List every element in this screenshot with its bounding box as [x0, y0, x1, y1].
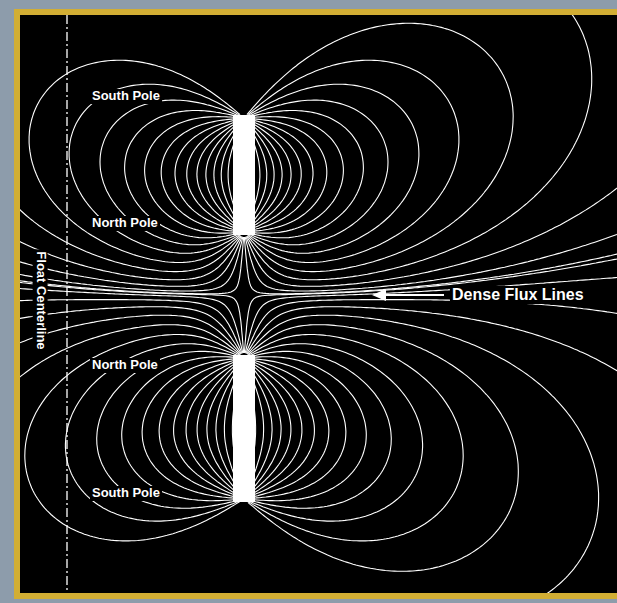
flux-line — [244, 256, 617, 353]
flux-line — [186, 361, 241, 498]
flux-line — [247, 119, 301, 230]
callout-label: Dense Flux Lines — [450, 286, 586, 304]
flux-line — [247, 351, 391, 508]
pole-label: South Pole — [90, 89, 162, 104]
flux-line — [247, 359, 329, 498]
axis-label: Float Centerline — [33, 249, 48, 351]
lower-magnet — [233, 355, 255, 502]
flux-line — [248, 358, 346, 498]
gold-frame — [14, 9, 617, 599]
pole-label: South Pole — [90, 486, 162, 501]
flux-line — [20, 315, 241, 354]
flux-line — [246, 177, 617, 286]
flux-line — [248, 335, 464, 541]
flux-line — [20, 237, 244, 294]
flux-line — [247, 111, 364, 238]
pole-label: North Pole — [90, 216, 160, 231]
flux-line — [20, 325, 240, 386]
flux-line — [20, 199, 241, 272]
centerline — [66, 15, 67, 593]
flux-line — [69, 84, 241, 253]
flux-line — [65, 344, 240, 521]
flux-line — [175, 119, 241, 231]
flux-line — [20, 300, 242, 354]
flux-line — [97, 351, 241, 508]
flux-line — [142, 358, 240, 498]
flux-line — [174, 360, 241, 498]
black-ground — [20, 15, 617, 593]
flux-line — [29, 60, 240, 262]
flux-line — [248, 60, 459, 262]
arrow-head — [372, 289, 386, 301]
flux-line — [247, 84, 419, 253]
flux-line — [247, 117, 343, 234]
flux-line — [247, 23, 513, 271]
flux-line — [247, 315, 598, 593]
flux-line — [245, 277, 617, 354]
flux-line — [20, 288, 243, 353]
flux-lines — [20, 15, 617, 593]
flux-line — [25, 335, 241, 541]
flux-line — [248, 325, 519, 572]
flux-line — [247, 15, 592, 280]
flux-line — [247, 357, 367, 501]
flux-line — [247, 119, 313, 231]
pole-label: North Pole — [90, 358, 160, 373]
flux-line — [246, 300, 617, 354]
flux-line — [247, 100, 388, 245]
leader-arrow — [384, 294, 444, 296]
upper-magnet — [233, 115, 255, 235]
flux-line — [20, 307, 241, 354]
flux-line — [122, 357, 242, 501]
flux-line — [248, 344, 423, 521]
flux-line — [20, 236, 241, 280]
flux-line — [20, 281, 244, 353]
flux-line — [248, 118, 327, 231]
